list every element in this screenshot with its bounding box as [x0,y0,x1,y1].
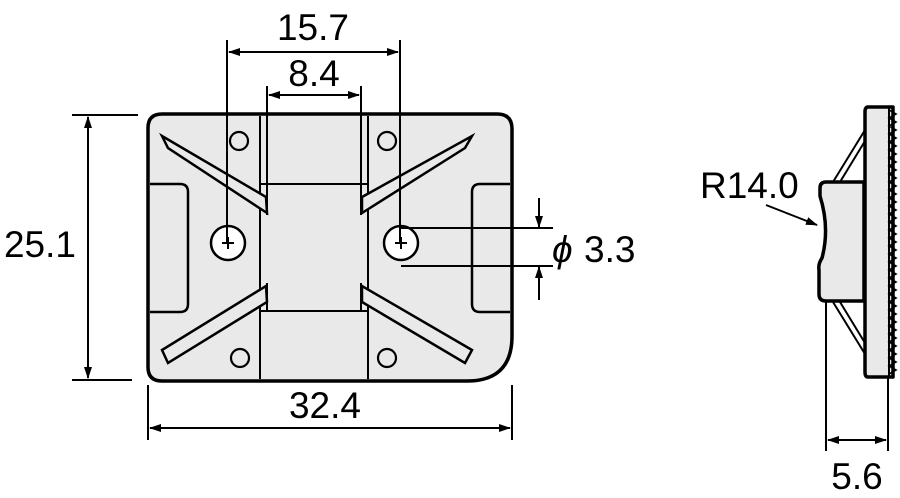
side-boss [817,180,866,303]
rib-bottom-left [160,283,269,365]
overall-height-label: 25.1 [4,224,76,265]
overall-width-label: 32.4 [289,385,361,426]
rib-top-left [158,132,269,216]
small-hole-bottom-left [229,347,251,369]
slot-width-label: 8.4 [288,53,339,94]
right-recess [470,182,510,314]
front-view: 15.7 8.4 25.1 32.4 ϕ [4,7,635,440]
dimension-overall-height: 25.1 [4,114,138,381]
radius-label: R14.0 [700,165,799,206]
small-hole-top-right [376,130,398,152]
dimension-slot-width: 8.4 [266,53,362,116]
side-base-plate [863,105,895,379]
dimension-radius: R14.0 [700,165,818,226]
hole-spacing-label: 15.7 [277,7,349,48]
rib-bottom-right [360,283,474,365]
dimension-thickness: 5.6 [825,301,889,497]
side-struts [832,129,866,355]
dimension-overall-width: 32.4 [147,385,513,440]
small-hole-bottom-right [376,347,398,369]
left-recess [150,182,190,314]
side-view: R14.0 5.6 [700,105,898,497]
thickness-label: 5.6 [831,456,882,497]
dimension-hole-diameter: ϕ 3.3 [401,198,635,300]
hole-diameter-label: 3.3 [584,229,635,270]
serrated-edge [887,108,898,376]
rib-top-right [360,132,476,216]
small-hole-top-left [228,130,250,152]
dimension-hole-spacing: 15.7 [226,7,401,243]
hole-diameter-symbol: ϕ [552,229,573,270]
